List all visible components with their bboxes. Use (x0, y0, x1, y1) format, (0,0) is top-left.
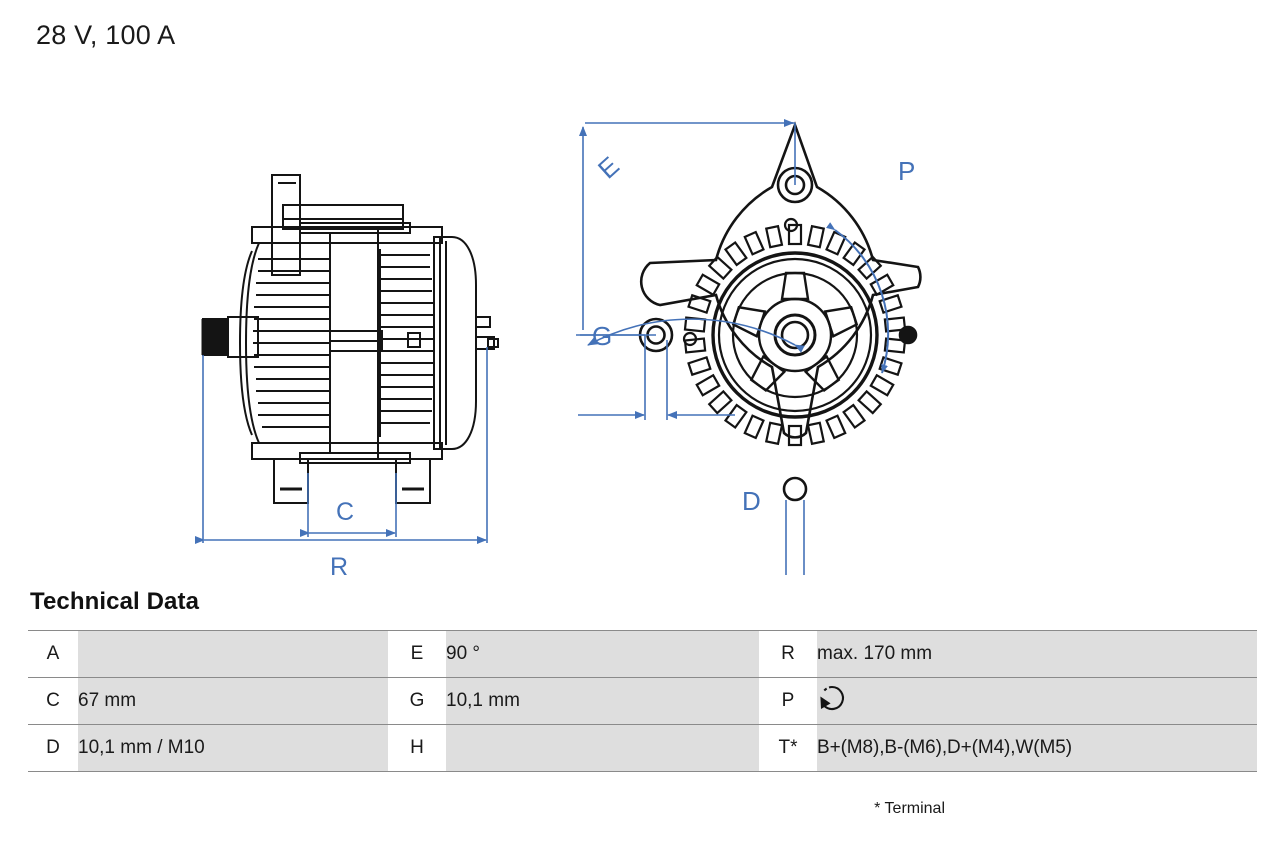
front-view-right-boss (898, 325, 918, 345)
dimension-label-E: E (592, 151, 625, 185)
side-view-dimensions (195, 347, 488, 544)
side-view-cooling-fins-left (253, 253, 331, 433)
alternator-side-view (201, 174, 499, 504)
table-row: A E 90 ° R max. 170 mm (28, 630, 1257, 678)
table-row: C 67 mm G 10,1 mm P (28, 677, 1257, 725)
side-view-mounting-feet (273, 458, 431, 504)
table-row: D 10,1 mm / M10 H T* B+(M8),B-(M6),D+(M4… (28, 724, 1257, 772)
dimension-label-C: C (336, 498, 354, 526)
row-value-e: 90 ° (446, 630, 759, 678)
row-value-g: 10,1 mm (446, 677, 759, 725)
dimension-label-P: P (898, 156, 915, 186)
row-value-d: 10,1 mm / M10 (78, 724, 388, 772)
terminal-footnote: * Terminal (874, 800, 945, 817)
side-view-rear-terminals (475, 316, 499, 350)
row-label-a: A (28, 630, 78, 678)
row-label-h: H (388, 724, 446, 772)
side-view-cooling-fins-right (379, 249, 434, 437)
row-label-p: P (759, 677, 817, 725)
dimension-label-G: G (592, 321, 612, 351)
dimension-label-D: D (742, 486, 761, 516)
row-label-t: T* (759, 724, 817, 772)
row-value-a (78, 630, 388, 678)
row-value-r: max. 170 mm (817, 630, 1257, 678)
side-view-center-band (329, 227, 383, 459)
row-label-g: G (388, 677, 446, 725)
row-value-c: 67 mm (78, 677, 388, 725)
row-label-c: C (28, 677, 78, 725)
drawings-area: C R (0, 55, 1280, 575)
dimension-label-R: R (330, 553, 348, 575)
row-value-t: B+(M8),B-(M6),D+(M4),W(M5) (817, 724, 1257, 772)
row-value-p (817, 677, 1257, 725)
row-label-r: R (759, 630, 817, 678)
front-view-dimensions (576, 119, 890, 575)
row-label-e: E (388, 630, 446, 678)
side-view-shaft (201, 316, 259, 358)
side-view-rear-cover (433, 236, 477, 450)
row-label-d: D (28, 724, 78, 772)
alternator-front-view (638, 121, 922, 502)
rotation-ccw-icon (817, 683, 847, 719)
technical-data-heading: Technical Data (30, 588, 200, 615)
side-view-bolt (407, 332, 421, 348)
technical-data-table: A E 90 ° R max. 170 mm C 67 mm G 10,1 mm… (28, 630, 1257, 772)
row-value-h (446, 724, 759, 772)
technical-drawing-svg: C R (195, 119, 922, 575)
front-view-vent-slots (683, 223, 907, 447)
page-title: 28 V, 100 A (36, 20, 176, 50)
front-view-bottom-ear (782, 476, 808, 502)
